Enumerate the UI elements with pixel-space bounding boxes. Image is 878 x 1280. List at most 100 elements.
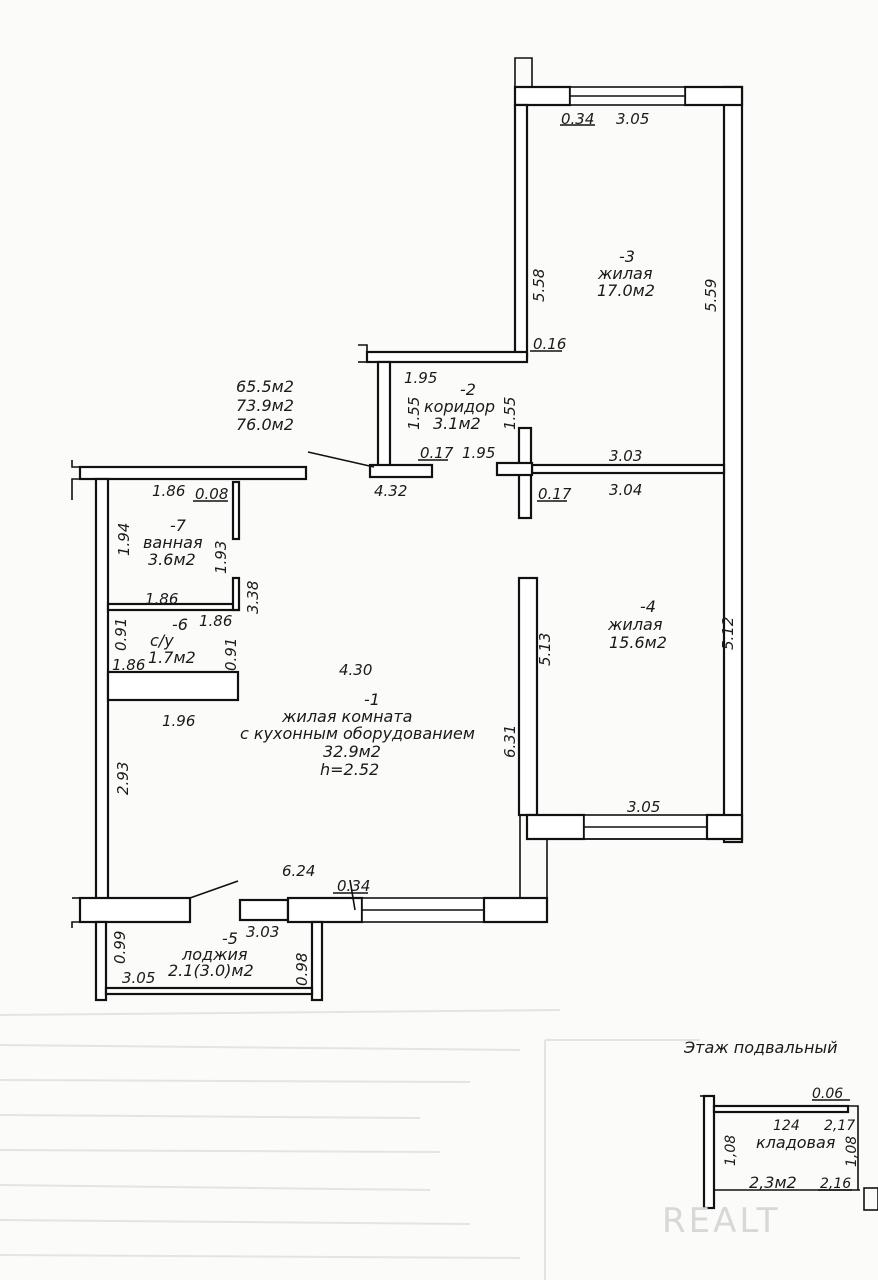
wall-wc-bottom <box>106 670 240 702</box>
dim-186-a: 1.86 <box>152 482 185 500</box>
room7-number: -7 <box>170 516 187 535</box>
dim-558: 5.58 <box>530 269 548 302</box>
dim-513: 5.13 <box>536 633 554 666</box>
dim-091-b: 0.91 <box>222 638 240 671</box>
entry-door-leaf <box>307 451 375 468</box>
room1-height: h=2.52 <box>320 760 379 779</box>
room6-number: -6 <box>172 615 188 634</box>
outer-wall-right <box>722 85 744 844</box>
wall-living-bedroom4 <box>517 576 539 817</box>
watermark-logo: REALT <box>662 1201 780 1241</box>
wall-top-left <box>513 85 572 107</box>
dim-432: 4.32 <box>374 482 407 500</box>
wall-bottom-left <box>78 896 192 924</box>
dim-303-loggia: 3.03 <box>246 923 279 941</box>
basement-dim-216: 2,16 <box>820 1176 851 1192</box>
background-ghost-lines <box>0 1009 700 1280</box>
wall-cross-h <box>495 461 534 477</box>
dim-017-b: 0.17 <box>538 485 572 503</box>
dim-338: 3.38 <box>244 581 262 614</box>
outer-wall-left <box>94 477 110 901</box>
room4-area: 15.6м2 <box>609 633 667 652</box>
dim-194: 1.94 <box>115 523 133 556</box>
wall-bottom-right <box>482 896 549 924</box>
room5-name: лоджия <box>181 945 248 964</box>
dim-305-top: 3.05 <box>616 110 649 128</box>
room7-name: ванная <box>143 533 203 552</box>
basement-dim-006: 0.06 <box>812 1086 843 1102</box>
total-area-1: 65.5м2 <box>236 377 294 396</box>
dim-304: 3.04 <box>609 481 642 499</box>
room1-number: -1 <box>364 690 380 709</box>
wall-corridor-left <box>376 360 392 469</box>
dim-099: 0.99 <box>111 931 129 964</box>
room1-area: 32.9м2 <box>323 742 381 761</box>
basement-dim-108-a: 1,08 <box>723 1135 739 1166</box>
room1-name-line1: жилая комната <box>281 707 412 726</box>
room2-area: 3.1м2 <box>433 414 481 433</box>
dim-186-c: 1.86 <box>199 612 232 630</box>
dim-008: 0.08 <box>195 485 228 503</box>
dim-303: 3.03 <box>609 447 642 465</box>
dim-196: 1.96 <box>162 712 195 730</box>
dim-017-a: 0.17 <box>420 444 454 462</box>
wall-corridor-stub <box>368 463 434 479</box>
dim-559: 5.59 <box>702 279 720 312</box>
room3-area: 17.0м2 <box>597 281 655 300</box>
dim-195-a: 1.95 <box>404 369 437 387</box>
balcony-door-leaf <box>189 880 239 899</box>
room2-name: коридор <box>424 397 495 416</box>
dim-155-b: 1.55 <box>501 397 519 430</box>
room6-name: с/у <box>150 631 174 650</box>
room5-area: 2.1(3.0)м2 <box>168 961 254 980</box>
room4-name: жилая <box>607 615 663 634</box>
dim-186-b: 1.86 <box>145 590 178 608</box>
dim-091-a: 0.91 <box>112 618 130 651</box>
basement-dim-108-b: 1,08 <box>844 1136 860 1167</box>
wall-bedroom4-bottom-left <box>525 813 586 841</box>
wall-bottom-mid2 <box>286 896 364 924</box>
room1-name-line2: с кухонным оборудованием <box>240 724 475 743</box>
room3-name: жилая <box>597 264 653 283</box>
wall-bottom-mid <box>238 898 290 922</box>
dim-155-a: 1.55 <box>405 397 423 430</box>
room5-number: -5 <box>222 929 238 948</box>
basement-plan <box>700 1094 878 1211</box>
total-area-2: 73.9м2 <box>236 396 294 415</box>
dim-624: 6.24 <box>282 862 315 880</box>
dim-034-bot: 0.34 <box>337 877 370 895</box>
dim-430: 4.30 <box>339 661 372 679</box>
basement-room-name: кладовая <box>756 1133 836 1152</box>
dim-293: 2.93 <box>114 762 132 795</box>
room7-area: 3.6м2 <box>148 550 196 569</box>
room4-number: -4 <box>640 597 656 616</box>
basement-area: 2,3м2 <box>749 1173 797 1192</box>
dim-305-loggia: 3.05 <box>122 969 155 987</box>
dim-034-top: 0.34 <box>561 110 594 128</box>
wall-bedroom4-bottom-right <box>705 813 744 841</box>
loggia-rail <box>104 986 314 996</box>
dim-305-mid: 3.05 <box>627 798 660 816</box>
basement-dim-124: 124 <box>773 1118 800 1134</box>
dim-016: 0.16 <box>533 335 566 353</box>
dim-195-b: 1.95 <box>462 444 495 462</box>
break-line-top <box>514 57 533 105</box>
wall-top-right <box>683 85 744 107</box>
room3-number: -3 <box>619 247 635 266</box>
wall-bath-right <box>231 480 241 541</box>
wall-bath-wc-v <box>231 576 241 612</box>
wall-loggia-left <box>94 920 108 1002</box>
wall-loggia-right <box>310 920 324 1002</box>
dim-631: 6.31 <box>501 725 519 758</box>
wall-bedroom3-left <box>513 103 529 359</box>
basement-title: Этаж подвальный <box>683 1038 838 1057</box>
dim-186-d: 1.86 <box>112 656 145 674</box>
wall-top-living <box>78 465 308 481</box>
total-area-3: 76.0м2 <box>236 415 294 434</box>
dim-098: 0.98 <box>293 953 311 986</box>
room2-number: -2 <box>460 380 476 399</box>
wall-bedrooms-divider <box>530 463 726 475</box>
dim-512: 5.12 <box>719 617 737 650</box>
room6-area: 1.7м2 <box>148 648 196 667</box>
